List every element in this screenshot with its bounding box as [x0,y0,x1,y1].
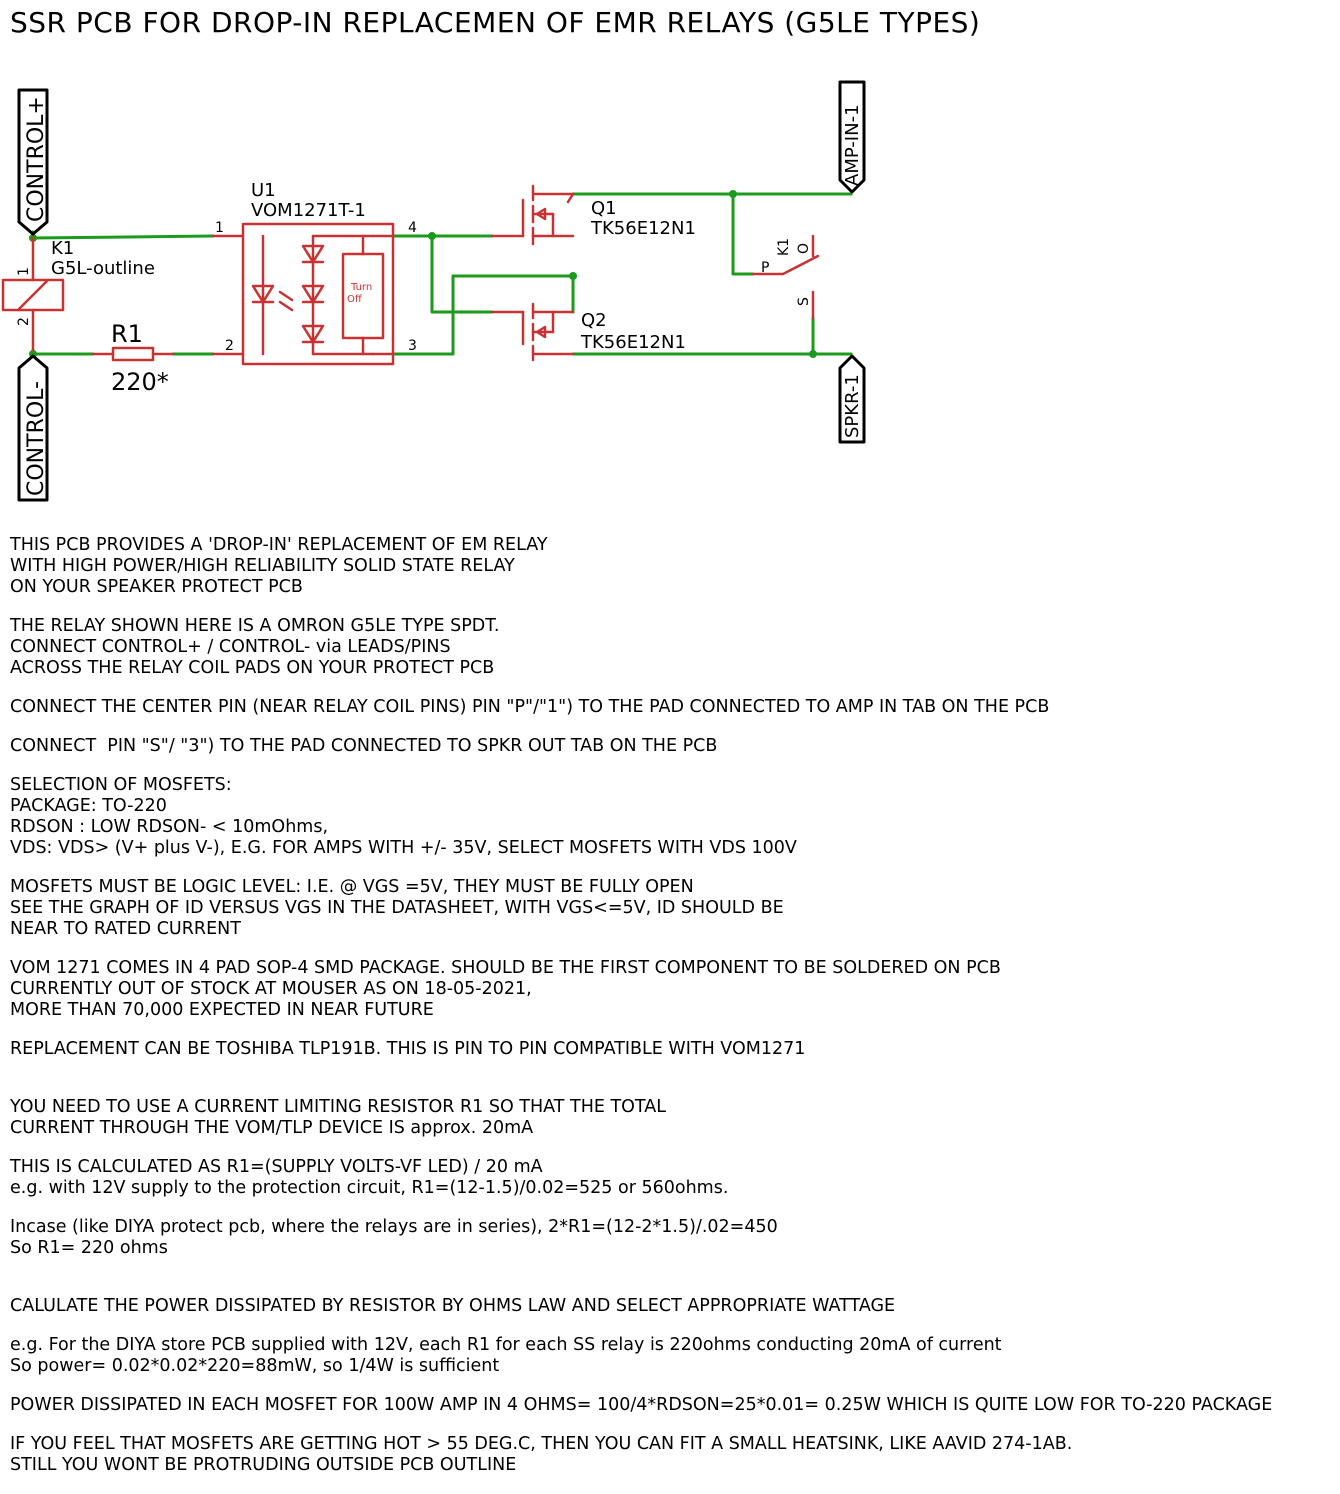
note-paragraph: POWER DISSIPATED IN EACH MOSFET FOR 100W… [10,1395,1335,1416]
q2-symbol [490,302,575,362]
note-line: RDSON : LOW RDSON- < 10mOhms, [10,817,329,837]
q2-ref: Q2 [581,310,607,331]
r1-symbol [91,346,175,362]
k1-switch-pin-p: P [761,260,769,276]
control-plus-label: CONTROL+ [24,96,49,222]
note-paragraph: THIS IS CALCULATED AS R1=(SUPPLY VOLTS-V… [10,1157,1335,1199]
k1-coil-ref: K1 [51,238,74,259]
schematic-diagram: CONTROL+ CONTROL- AMP-IN-1 SPKR-1 K1 G5L… [1,80,866,502]
note-paragraph: THE RELAY SHOWN HERE IS A OMRON G5LE TYP… [10,616,1335,679]
note-line: CONNECT CONTROL+ / CONTROL- via LEADS/PI… [10,637,451,657]
port-control-plus [17,88,49,236]
spkr-label: SPKR-1 [842,374,863,438]
k1-coil-value: G5L-outline [51,258,155,279]
note-line: ON YOUR SPEAKER PROTECT PCB [10,577,303,597]
note-line: YOU NEED TO USE A CURRENT LIMITING RESIS… [10,1097,666,1117]
note-paragraph: CONNECT PIN "S"/ "3") TO THE PAD CONNECT… [10,736,1335,757]
note-paragraph: Incase (like DIYA protect pcb, where the… [10,1217,1335,1259]
k1-switch-ref: K1 [776,238,792,256]
note-line: REPLACEMENT CAN BE TOSHIBA TLP191B. THIS… [10,1039,806,1059]
note-line: IF YOU FEEL THAT MOSFETS ARE GETTING HOT… [10,1434,1073,1454]
note-line: POWER DISSIPATED IN EACH MOSFET FOR 100W… [10,1395,1273,1415]
note-line: e.g. with 12V supply to the protection c… [10,1178,729,1198]
note-line: So power= 0.02*0.02*220=88mW, so 1/4W is… [10,1356,500,1376]
note-line: SELECTION OF MOSFETS: [10,775,232,795]
note-line: So R1= 220 ohms [10,1238,168,1258]
note-line: VOM 1271 COMES IN 4 PAD SOP-4 SMD PACKAG… [10,958,1001,978]
note-paragraph: e.g. For the DIYA store PCB supplied wit… [10,1335,1335,1377]
note-line: STILL YOU WONT BE PROTRUDING OUTSIDE PCB… [10,1455,517,1475]
port-control-minus [17,354,49,502]
q1-ref: Q1 [591,198,617,219]
note-line: MORE THAN 70,000 EXPECTED IN NEAR FUTURE [10,1000,434,1020]
note-line: VDS: VDS> (V+ plus V-), E.G. FOR AMPS WI… [10,838,797,858]
u1-pin2: 2 [225,338,234,354]
note-line: SEE THE GRAPH OF ID VERSUS VGS IN THE DA… [10,898,784,918]
note-line: THIS PCB PROVIDES A 'DROP-IN' REPLACEMEN… [10,535,548,555]
note-paragraph: REPLACEMENT CAN BE TOSHIBA TLP191B. THIS… [10,1039,1335,1060]
r1-value: 220* [111,368,169,396]
note-line: CURRENTLY OUT OF STOCK AT MOUSER AS ON 1… [10,979,532,999]
note-paragraph: MOSFETS MUST BE LOGIC LEVEL: I.E. @ VGS … [10,877,1335,940]
note-line: THE RELAY SHOWN HERE IS A OMRON G5LE TYP… [10,616,500,636]
note-paragraph: YOU NEED TO USE A CURRENT LIMITING RESIS… [10,1097,1335,1139]
note-paragraph: VOM 1271 COMES IN 4 PAD SOP-4 SMD PACKAG… [10,958,1335,1021]
u1-pin1: 1 [215,220,224,236]
note-line: ACROSS THE RELAY COIL PADS ON YOUR PROTE… [10,658,495,678]
k1-coil-symbol [1,236,65,352]
note-line: CONNECT THE CENTER PIN (NEAR RELAY COIL … [10,697,1050,717]
u1-turn-off-line2: Off [347,294,363,305]
u1-pin3: 3 [408,338,417,354]
note-paragraph: CALULATE THE POWER DISSIPATED BY RESISTO… [10,1296,1335,1317]
note-line: THIS IS CALCULATED AS R1=(SUPPLY VOLTS-V… [10,1157,543,1177]
page-title: SSR PCB FOR DROP-IN REPLACEMEN OF EMR RE… [10,6,981,39]
u1-value: VOM1271T-1 [251,200,366,221]
port-amp-in [838,80,866,194]
note-line: MOSFETS MUST BE LOGIC LEVEL: I.E. @ VGS … [10,877,694,897]
control-minus-label: CONTROL- [24,381,49,496]
amp-in-label: AMP-IN-1 [842,104,863,186]
note-line: CURRENT THROUGH THE VOM/TLP DEVICE IS ap… [10,1118,534,1138]
note-line: PACKAGE: TO-220 [10,796,167,816]
k1-switch-pin-o: O [796,243,812,254]
q1-value: TK56E12N1 [590,218,696,239]
note-paragraph: THIS PCB PROVIDES A 'DROP-IN' REPLACEMEN… [10,535,1335,598]
u1-symbol [211,222,395,366]
k1-switch-symbol [751,234,820,320]
k1-coil-pin2: 2 [16,317,32,326]
note-paragraph: CONNECT THE CENTER PIN (NEAR RELAY COIL … [10,697,1335,718]
note-line: NEAR TO RATED CURRENT [10,919,241,939]
note-line: WITH HIGH POWER/HIGH RELIABILITY SOLID S… [10,556,515,576]
k1-coil-pin1: 1 [16,267,32,276]
note-line: CALULATE THE POWER DISSIPATED BY RESISTO… [10,1296,896,1316]
design-notes: THIS PCB PROVIDES A 'DROP-IN' REPLACEMEN… [10,535,1335,1494]
port-spkr [838,354,866,444]
wires [31,192,853,356]
note-line: e.g. For the DIYA store PCB supplied wit… [10,1335,1002,1355]
u1-ref: U1 [251,180,276,201]
q2-value: TK56E12N1 [580,332,686,353]
note-line: Incase (like DIYA protect pcb, where the… [10,1217,778,1237]
u1-pin4: 4 [408,220,417,236]
note-line: CONNECT PIN "S"/ "3") TO THE PAD CONNECT… [10,736,718,756]
q1-symbol [490,184,575,246]
k1-switch-pin-s: S [796,297,812,306]
r1-ref: R1 [111,320,143,348]
note-paragraph: IF YOU FEEL THAT MOSFETS ARE GETTING HOT… [10,1434,1335,1476]
u1-turn-off-line1: Turn [350,282,372,293]
